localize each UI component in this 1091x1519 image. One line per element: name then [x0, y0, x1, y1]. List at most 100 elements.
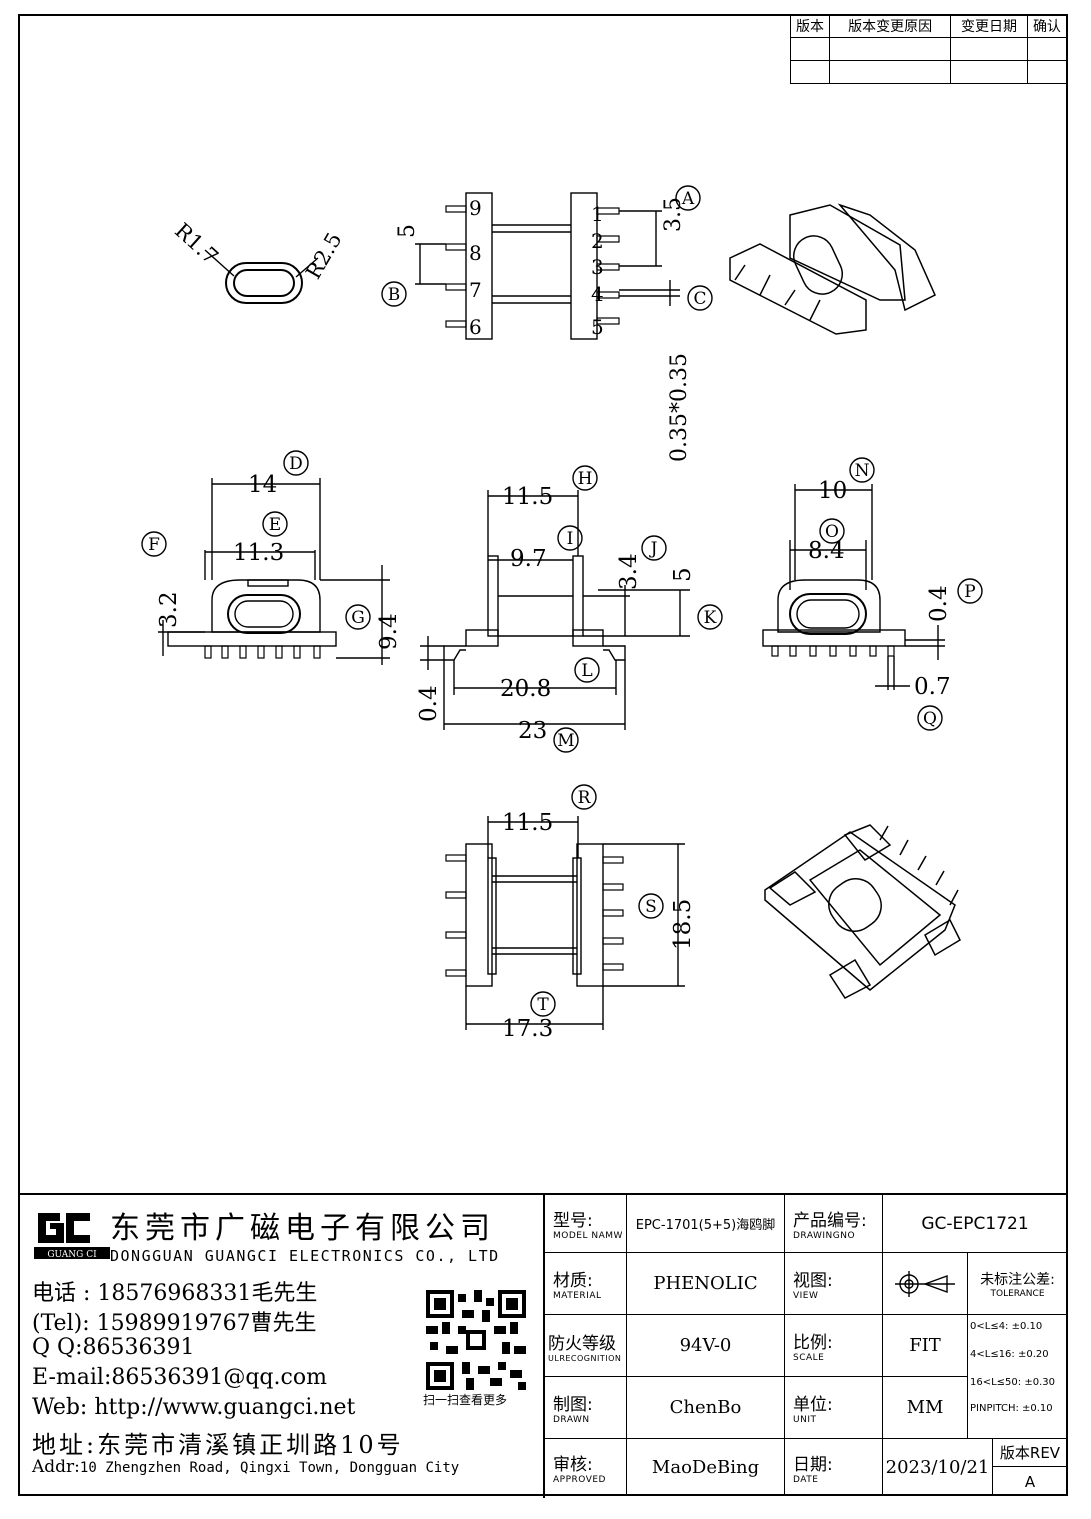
email: E-mail:86536391@qq.com	[32, 1365, 327, 1390]
dim-e: 11.3	[233, 540, 284, 566]
dim-f: 3.2	[156, 591, 182, 628]
website[interactable]: Web: http://www.guangci.net	[32, 1395, 356, 1420]
balloon-label: L	[581, 661, 592, 681]
drawn-sub: DRAWN	[553, 1415, 590, 1425]
pin-label: 1	[591, 202, 604, 226]
rev-cell	[789, 60, 831, 84]
balloon-label: S	[645, 897, 657, 917]
tolerance-table: 0<L≤4: ±0.10 4<L≤16: ±0.20 16<L≤50: ±0.3…	[968, 1315, 1068, 1439]
side-view-right	[762, 484, 945, 690]
code-label: 产品编号:	[793, 1211, 867, 1231]
date-label: 日期:	[793, 1455, 833, 1475]
tolerance-sub: TOLERANCE	[990, 1288, 1045, 1299]
dim-q: 0.7	[914, 674, 951, 700]
isometric-view-2	[764, 824, 961, 999]
code-sub: DRAWINGNO	[793, 1231, 856, 1241]
rev-header: 版本变更原因	[829, 14, 952, 38]
company-info: GUANG CI 东莞市广磁电子有限公司 DONGGUAN GUANGCI EL…	[18, 1195, 543, 1498]
radius-inner-label: R1.7	[170, 218, 223, 269]
dim-d: 14	[248, 472, 277, 498]
side-view-middle	[420, 490, 690, 730]
pin-label: 6	[469, 315, 482, 339]
company-name-en: DONGGUAN GUANGCI ELECTRONICS CO., LTD	[110, 1247, 500, 1265]
unit-label-cell: 单位:UNIT	[785, 1377, 883, 1439]
phone-line-2: (Tel): 15989919767曹先生	[32, 1311, 317, 1336]
dim-n: 10	[818, 478, 847, 504]
rev-label: 版本REV	[993, 1439, 1068, 1467]
radius-outer-label: R2.5	[301, 228, 346, 283]
pin-label: 8	[469, 241, 482, 265]
drawn-value: ChenBo	[627, 1377, 785, 1439]
dim-k: 5	[670, 567, 696, 582]
dim-m2: 0.4	[416, 685, 442, 722]
fire-value: 94V-0	[627, 1315, 785, 1377]
isometric-view-1	[729, 203, 936, 335]
model-label: 型号:	[553, 1211, 593, 1231]
phone-line-1: 电话 : 18576968331毛先生	[32, 1281, 318, 1306]
dim-t: 17.3	[502, 1016, 553, 1042]
view-sub: VIEW	[793, 1291, 819, 1301]
balloon-label: E	[269, 515, 281, 535]
model-sub: MODEL NAMW	[553, 1231, 623, 1241]
technical-drawing: R1.7 R2.5 9 8 7 6 1 2 3 4 5 5 3.5 0.35*0…	[141, 185, 983, 1042]
hole-top-view: R1.7 R2.5	[170, 218, 347, 304]
balloon-label: Q	[923, 709, 937, 729]
company-name-cn: 东莞市广磁电子有限公司	[110, 1211, 495, 1246]
dim-p: 0.4	[926, 585, 952, 622]
side-view-left	[158, 478, 390, 665]
pin-label: 5	[591, 315, 604, 339]
dim-m: 23	[518, 718, 547, 744]
balloon-label: D	[289, 454, 303, 474]
dim-a: 3.5	[661, 197, 686, 232]
scale-label: 比例:	[793, 1333, 833, 1353]
balloon-label: O	[825, 522, 839, 542]
unit-label: 单位:	[793, 1395, 833, 1415]
material-label: 材质:	[553, 1271, 593, 1291]
code-label-cell: 产品编号:DRAWINGNO	[785, 1195, 883, 1253]
date-sub: DATE	[793, 1475, 819, 1485]
scale-label-cell: 比例:SCALE	[785, 1315, 883, 1377]
rev-value: A	[993, 1467, 1068, 1496]
tolerance-row: 16<L≤50: ±0.30	[970, 1377, 1055, 1388]
title-block: GUANG CI 东莞市广磁电子有限公司 DONGGUAN GUANGCI EL…	[18, 1193, 1068, 1498]
approved-label-cell: 审核:APPROVED	[545, 1439, 627, 1496]
balloon-label: H	[578, 469, 593, 489]
unit-value: MM	[883, 1377, 968, 1439]
rev-cell	[950, 60, 1028, 84]
model-label-cell: 型号:MODEL NAMW	[545, 1195, 627, 1253]
address-en-label: Addr:	[32, 1457, 80, 1477]
pin-label: 2	[591, 229, 604, 253]
date-label-cell: 日期:DATE	[785, 1439, 883, 1496]
scale-sub: SCALE	[793, 1353, 825, 1363]
balloon-label: J	[649, 539, 658, 559]
code-value: GC-EPC1721	[883, 1195, 1068, 1253]
address-en: 10 Zhengzhen Road, Qingxi Town, Dongguan…	[79, 1460, 460, 1476]
bottom-view	[445, 816, 685, 1030]
balloon-label: T	[537, 995, 549, 1015]
approved-sub: APPROVED	[553, 1475, 606, 1485]
qr-code[interactable]	[426, 1290, 526, 1390]
dim-s: 18.5	[670, 899, 696, 950]
balloon-markers	[141, 185, 983, 1017]
dim-h: 11.5	[502, 484, 553, 510]
dim-j: 3.4	[616, 553, 642, 590]
unit-sub: UNIT	[793, 1415, 817, 1425]
pin-label: 3	[591, 255, 604, 279]
model-value: EPC-1701(5+5)海鸥脚	[627, 1195, 785, 1253]
balloon-label: B	[388, 285, 401, 305]
balloon-label: C	[693, 289, 706, 309]
drawn-label: 制图:	[553, 1395, 593, 1415]
material-value: PHENOLIC	[627, 1253, 785, 1315]
balloon-label: G	[351, 608, 365, 628]
balloon-label: F	[148, 535, 160, 555]
view-label-cell: 视图:VIEW	[785, 1253, 883, 1315]
logo-text: GUANG CI	[47, 1250, 97, 1259]
material-label-cell: 材质:MATERIAL	[545, 1253, 627, 1315]
dim-b: 5	[395, 224, 420, 238]
title-block-grid: 型号:MODEL NAMW EPC-1701(5+5)海鸥脚 产品编号:DRAW…	[543, 1195, 1068, 1498]
dim-i: 9.7	[510, 546, 547, 572]
revision-table: 版本 版本变更原因 变更日期 确认	[789, 14, 1068, 84]
pin-label: 9	[469, 196, 482, 220]
fire-sub: ULRECOGNITION	[548, 1353, 622, 1363]
